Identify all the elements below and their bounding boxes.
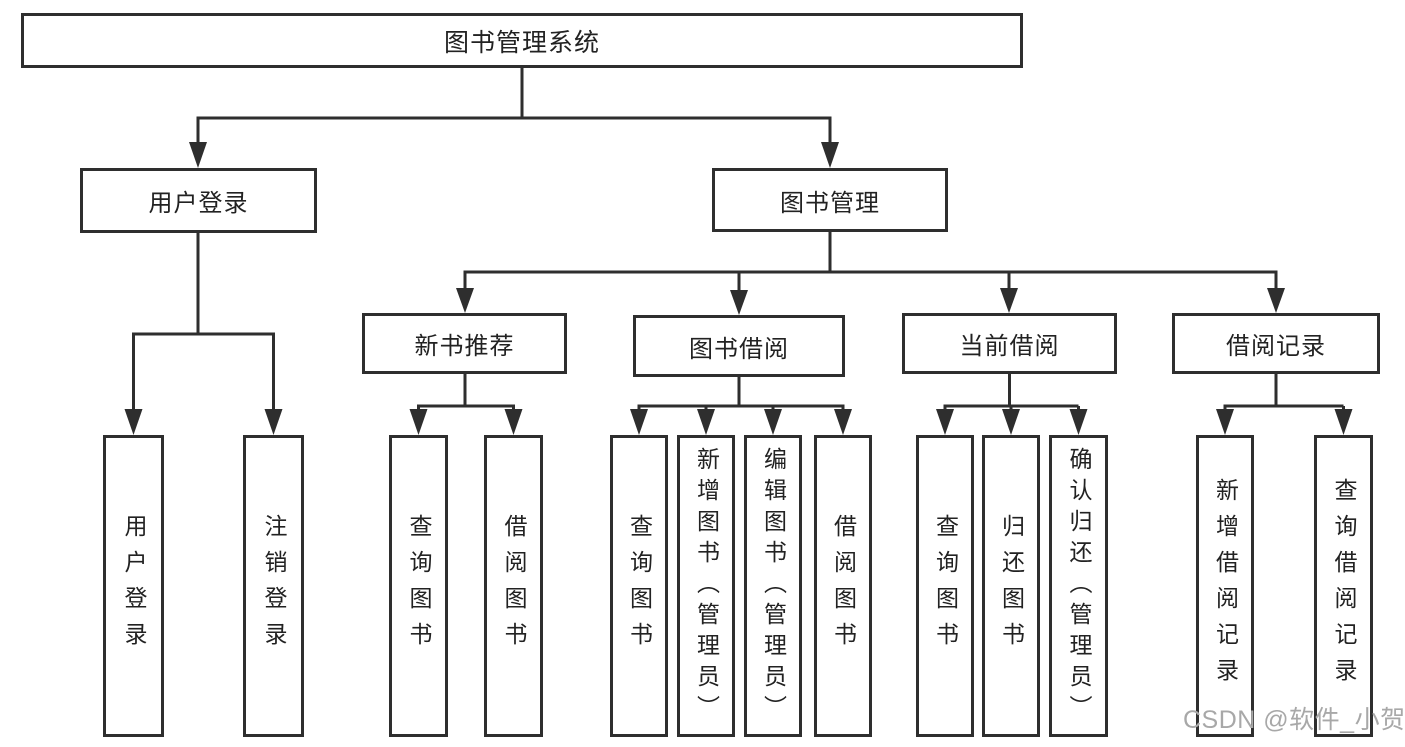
leaf-borrow-query-books: 查询图书 [610, 435, 668, 737]
leaf-logout: 注销登录 [243, 435, 304, 737]
node-borrow-records: 借阅记录 [1172, 313, 1380, 374]
node-book-borrow: 图书借阅 [633, 315, 845, 377]
leaf-add-borrow-record: 新增借阅记录 [1196, 435, 1254, 737]
leaf-return-books-label: 归还图书 [998, 514, 1025, 658]
leaf-add-books-admin-label: 新增图书（管理员） [693, 446, 720, 726]
leaf-add-books-admin: 新增图书（管理员） [677, 435, 735, 737]
leaf-current-query-books: 查询图书 [916, 435, 974, 737]
node-current-borrow-label: 当前借阅 [959, 333, 1060, 360]
leaf-add-borrow-record-label: 新增借阅记录 [1212, 478, 1239, 694]
node-user-login-label: 用户登录 [148, 190, 249, 217]
node-current-borrow: 当前借阅 [902, 313, 1117, 374]
leaf-confirm-return-admin-label: 确认归还（管理员） [1066, 446, 1092, 726]
node-book-management-label: 图书管理 [780, 189, 880, 217]
leaf-edit-books-admin: 编辑图书（管理员） [744, 435, 802, 737]
leaf-user-login: 用户登录 [103, 435, 164, 737]
leaf-borrow-books-label: 借阅图书 [830, 514, 857, 658]
edge-borrow-to-leaves [630, 377, 852, 435]
csdn-watermark: CSDN @软件_小贺同学 [1183, 706, 1405, 734]
node-library-system: 图书管理系统 [21, 13, 1023, 68]
node-user-login: 用户登录 [80, 168, 317, 233]
edge-records-to-leaves [1216, 374, 1353, 435]
edge-recommend-to-leaves [409, 374, 523, 435]
node-new-book-recommend-label: 新书推荐 [414, 333, 515, 360]
node-book-management: 图书管理 [712, 168, 948, 232]
leaf-recommend-borrow-books-label: 借阅图书 [501, 514, 527, 658]
leaf-recommend-query-books: 查询图书 [389, 435, 448, 737]
node-borrow-records-label: 借阅记录 [1226, 333, 1326, 360]
leaf-return-books: 归还图书 [982, 435, 1040, 737]
edge-root-to-level2 [189, 68, 839, 168]
edge-book-mgmt-to-level3 [456, 232, 1285, 315]
node-library-system-label: 图书管理系统 [443, 28, 600, 57]
leaf-user-login-label: 用户登录 [121, 514, 147, 658]
node-book-borrow-label: 图书借阅 [689, 335, 789, 363]
leaf-borrow-books: 借阅图书 [814, 435, 872, 737]
node-new-book-recommend: 新书推荐 [362, 313, 567, 374]
edge-user-login-to-leaves [124, 233, 283, 435]
leaf-logout-label: 注销登录 [261, 514, 287, 658]
leaf-query-borrow-record: 查询借阅记录 [1314, 435, 1373, 737]
edge-current-to-leaves [936, 374, 1088, 435]
leaf-recommend-borrow-books: 借阅图书 [484, 435, 543, 737]
leaf-current-query-books-label: 查询图书 [932, 514, 959, 658]
leaf-borrow-query-books-label: 查询图书 [626, 514, 653, 658]
leaf-recommend-query-books-label: 查询图书 [406, 514, 432, 658]
leaf-confirm-return-admin: 确认归还（管理员） [1049, 435, 1108, 737]
leaf-edit-books-admin-label: 编辑图书（管理员） [760, 446, 787, 726]
leaf-query-borrow-record-label: 查询借阅记录 [1331, 478, 1357, 694]
